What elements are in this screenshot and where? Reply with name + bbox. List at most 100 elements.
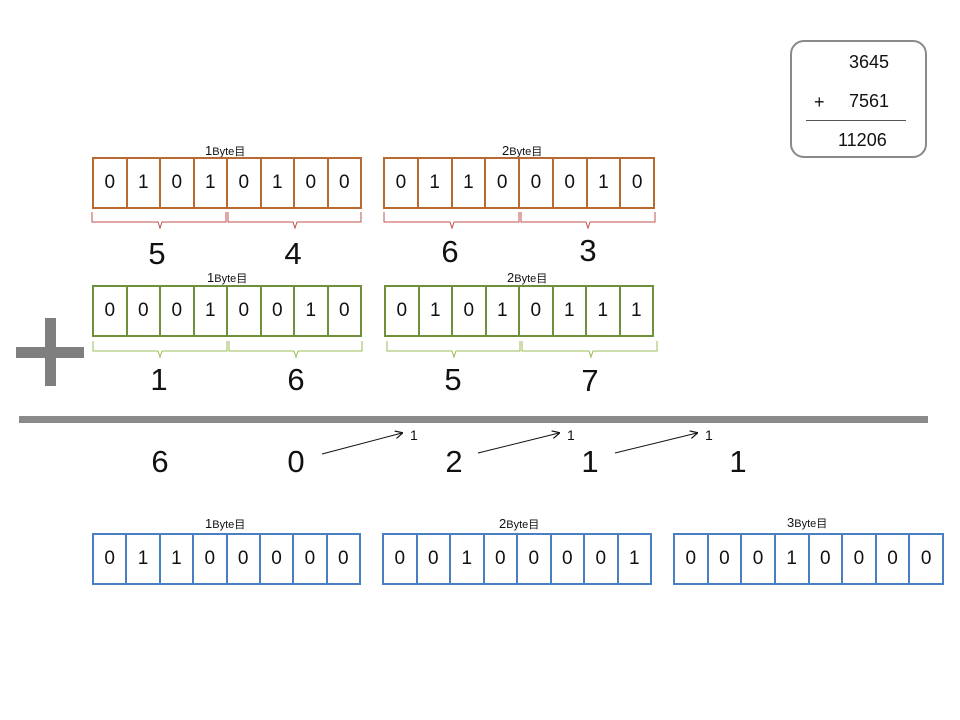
carry-digit-1: 1	[410, 427, 418, 443]
byte-bottom-2: 0 0 1 0 0 0 0 1	[382, 533, 652, 585]
byte-top-1: 0 1 0 1 0 1 0 0	[92, 157, 362, 209]
carry-arrow-2	[477, 433, 559, 454]
bit-cell: 1	[128, 159, 161, 207]
bit-cell: 1	[587, 287, 621, 335]
nibble-brace-mid-1	[92, 341, 228, 359]
bit-cell: 0	[554, 159, 588, 207]
byte-bottom-1: 0 1 1 0 0 0 0 0	[92, 533, 361, 585]
nibble-brace-top-2	[227, 212, 362, 230]
bit-cell: 1	[776, 535, 810, 583]
nibble-brace-top-1	[91, 212, 227, 230]
bit-cell: 1	[554, 287, 587, 335]
bit-cell: 1	[195, 159, 228, 207]
bit-cell: 0	[94, 159, 128, 207]
result-digit-4: 1	[581, 444, 599, 479]
calc-operand-b: 7561	[849, 91, 890, 111]
byte-label-mid-2: 2Byte目	[507, 270, 548, 285]
bit-cell: 0	[843, 535, 877, 583]
nibble-digit-mid-3: 5	[444, 362, 462, 397]
bit-cell: 0	[810, 535, 844, 583]
bit-cell: 0	[295, 159, 329, 207]
result-digit-1: 6	[151, 444, 169, 479]
bit-cell: 0	[877, 535, 911, 583]
bit-cell: 0	[520, 159, 554, 207]
bit-cell: 1	[295, 287, 329, 335]
bit-cell: 0	[386, 287, 420, 335]
byte-label-top-2: 2Byte目	[502, 143, 543, 158]
carry-arrow-3	[614, 433, 697, 454]
bit-cell: 0	[585, 535, 619, 583]
bit-cell: 0	[161, 159, 195, 207]
nibble-brace-top-3	[383, 212, 520, 230]
nibble-digit-top-4: 3	[579, 233, 597, 268]
bit-cell: 1	[127, 535, 161, 583]
nibble-digit-top-3: 6	[441, 234, 459, 269]
plus-icon	[16, 318, 84, 386]
bit-cell: 1	[453, 159, 487, 207]
nibble-digit-top-1: 5	[148, 236, 166, 271]
calc-divider	[806, 120, 906, 121]
bit-cell: 1	[262, 159, 295, 207]
bit-cell: 0	[552, 535, 585, 583]
calc-operand-a: 3645	[849, 52, 890, 72]
bit-cell: 0	[418, 535, 451, 583]
result-digit-2: 0	[287, 444, 305, 479]
bit-cell: 0	[486, 159, 520, 207]
byte-label-bottom-3: 3Byte目	[787, 515, 828, 530]
bit-cell: 1	[420, 287, 453, 335]
bit-cell: 0	[631, 172, 643, 193]
bit-cell: 0	[518, 535, 552, 583]
carry-digit-2: 1	[567, 427, 575, 443]
bit-cell: 0	[228, 535, 261, 583]
byte-mid-2: 0 1 0 1 0 1 1 1	[384, 285, 654, 337]
byte-label-top-1: 1Byte目	[205, 143, 246, 158]
bit-cell: 0	[94, 287, 128, 335]
bit-cell: 0	[453, 287, 487, 335]
nibble-digit-mid-4: 7	[581, 363, 599, 398]
byte-top-2: 0 1 1 0 0 0 1 0	[383, 157, 655, 209]
bit-cell: 0	[485, 535, 518, 583]
bit-cell: 0	[709, 535, 743, 583]
carry-arrow-1	[321, 433, 402, 455]
bit-cell: 1	[419, 159, 453, 207]
bit-cell: 0	[228, 287, 262, 335]
carry-digit-3: 1	[705, 427, 713, 443]
bit-cell: 1	[487, 287, 520, 335]
bit-cell: 0	[338, 300, 350, 321]
bit-cell: 1	[195, 287, 228, 335]
byte-label-bottom-1: 1Byte目	[205, 516, 246, 531]
calc-plus-sign: +	[814, 92, 825, 112]
bit-cell: 0	[384, 535, 418, 583]
bit-cell: 1	[630, 300, 642, 321]
bit-cell: 0	[742, 535, 776, 583]
bit-cell: 0	[194, 535, 228, 583]
nibble-brace-mid-4	[521, 341, 658, 359]
bit-cell: 0	[385, 159, 419, 207]
byte-bottom-3: 0 0 0 1 0 0 0 0	[673, 533, 944, 585]
bit-cell: 0	[338, 548, 349, 569]
bit-cell: 0	[261, 535, 295, 583]
nibble-brace-top-4	[520, 212, 656, 230]
nibble-digit-mid-2: 6	[287, 362, 305, 397]
bit-cell: 0	[520, 287, 554, 335]
bit-cell: 0	[128, 287, 161, 335]
bit-cell: 0	[94, 535, 128, 583]
nibble-brace-mid-3	[386, 341, 521, 359]
bit-cell: 1	[451, 535, 485, 583]
bit-cell: 0	[262, 287, 295, 335]
bit-cell: 1	[628, 548, 640, 569]
result-digit-5: 1	[729, 444, 747, 479]
bit-cell: 0	[228, 159, 262, 207]
sum-rule	[19, 416, 928, 423]
byte-mid-1: 0 0 0 1 0 0 1 0	[92, 285, 362, 337]
bit-cell: 0	[338, 172, 350, 193]
nibble-digit-top-2: 4	[284, 236, 302, 271]
calc-box: 3645 + 7561 11206	[790, 40, 927, 158]
byte-label-bottom-2: 2Byte目	[499, 516, 540, 531]
bit-cell: 0	[920, 548, 932, 569]
nibble-digit-mid-1: 1	[150, 362, 168, 397]
nibble-brace-mid-2	[228, 341, 363, 359]
bit-cell: 0	[294, 535, 328, 583]
bit-cell: 0	[161, 287, 195, 335]
